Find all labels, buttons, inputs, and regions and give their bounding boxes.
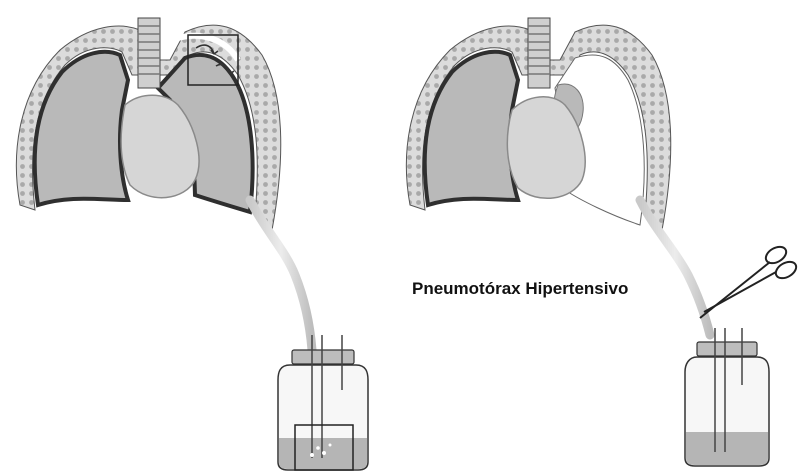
figure-caption: Pneumotórax Hipertensivo — [412, 279, 628, 299]
left-drainage-bottle — [278, 335, 368, 470]
right-trachea — [528, 18, 550, 88]
left-trachea — [138, 18, 160, 88]
right-panel-clamped-tube — [406, 18, 799, 466]
right-drainage-bottle — [685, 328, 769, 466]
tube-clamp-icon — [700, 243, 799, 318]
right-chest-tube — [640, 200, 710, 335]
right-bottle-water — [686, 432, 768, 465]
left-chest-tube — [250, 200, 312, 350]
left-panel-drained-lung — [16, 18, 368, 470]
